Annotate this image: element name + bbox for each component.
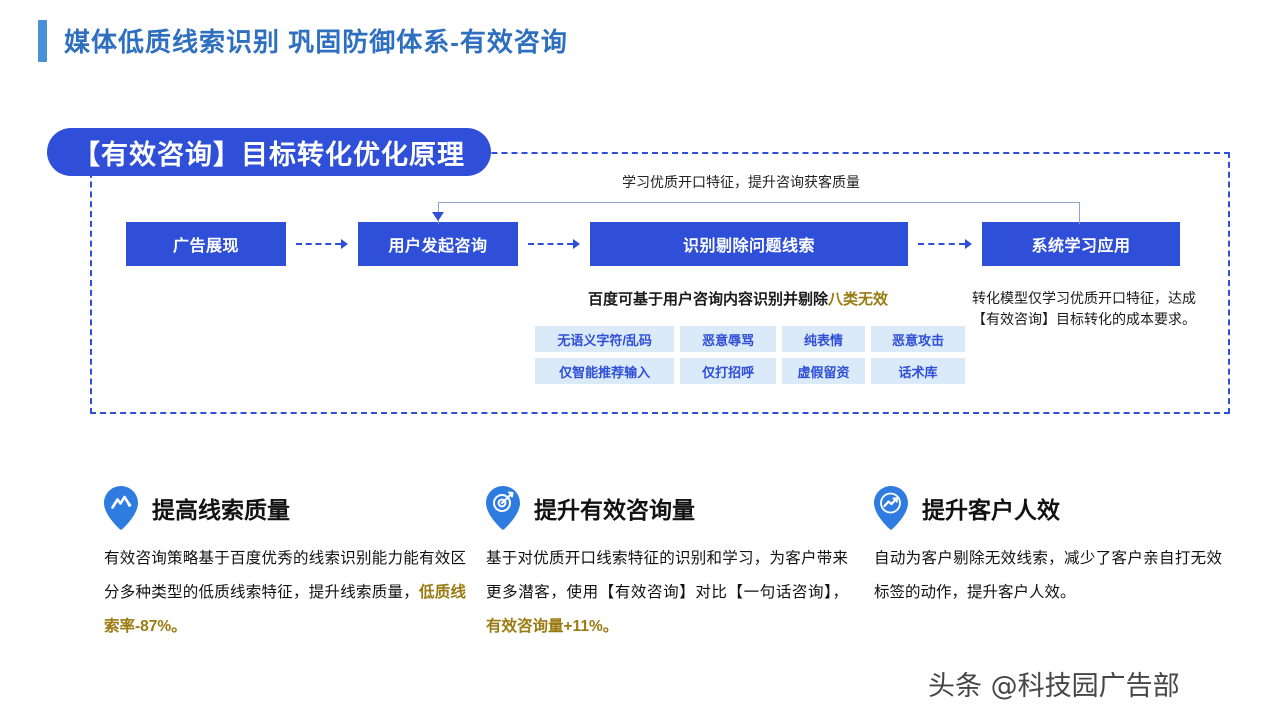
- chip-smart-suggest-only[interactable]: 仅智能推荐输入: [535, 358, 675, 384]
- arrow-head-icon: [965, 239, 972, 249]
- chip-script-library[interactable]: 话术库: [870, 358, 966, 384]
- benefit-body-highlight: 有效咨询量+11%。: [486, 618, 619, 635]
- benefit-body: 有效咨询策略基于百度优秀的线索识别能力能有效区分多种类型的低质线索特征，提升线索…: [104, 542, 466, 644]
- arrow-line: [528, 243, 573, 245]
- chip-no-semantic[interactable]: 无语义字符/乱码: [535, 326, 675, 352]
- feedback-loop-connector: [438, 202, 1080, 224]
- benefit-body-text: 有效咨询策略基于百度优秀的线索识别能力能有效区分多种类型的低质线索特征，提升线索…: [104, 550, 466, 601]
- invalid-types-caption: 百度可基于用户咨询内容识别并剔除八类无效: [588, 288, 888, 309]
- arrow-head-icon: [573, 239, 580, 249]
- arrow-line: [918, 243, 965, 245]
- benefit-header: 提高线索质量: [104, 480, 466, 536]
- benefit-body: 基于对优质开口线索特征的识别和学习，为客户带来更多潜客，使用【有效咨询】对比【一…: [486, 542, 848, 644]
- flow-arrow-3: [918, 239, 972, 249]
- benefit-column-effective-consult: 提升有效咨询量 基于对优质开口线索特征的识别和学习，为客户带来更多潜客，使用【有…: [486, 480, 848, 644]
- benefit-column-customer-efficiency: 提升客户人效 自动为客户剔除无效线索，减少了客户亲自打无效标签的动作，提升客户人…: [874, 480, 1222, 610]
- panel-badge-title: 【有效咨询】目标转化优化原理: [47, 128, 491, 176]
- chip-malicious-abuse[interactable]: 恶意辱骂: [680, 326, 777, 352]
- arrow-head-icon: [341, 239, 348, 249]
- page-title: 媒体低质线索识别 巩固防御体系-有效咨询: [64, 27, 568, 57]
- header-accent-bar: [38, 20, 47, 62]
- invalid-type-chip-group: 无语义字符/乱码 恶意辱骂 纯表情 恶意攻击 仅智能推荐输入 仅打招呼 虚假留资…: [535, 326, 966, 390]
- chart-line-pin-icon: [104, 486, 138, 530]
- invalid-types-caption-highlight: 八类无效: [828, 291, 889, 308]
- invalid-types-caption-prefix: 百度可基于用户咨询内容识别并剔除: [588, 291, 829, 308]
- chip-row-1: 无语义字符/乱码 恶意辱骂 纯表情 恶意攻击: [535, 326, 966, 352]
- flow-box-identify-remove[interactable]: 识别剔除问题线索: [590, 222, 908, 266]
- benefit-body-text: 自动为客户剔除无效线索，减少了客户亲自打无效标签的动作，提升客户人效。: [874, 550, 1222, 601]
- benefit-body-highlight: 低质线索率-87%。: [104, 584, 466, 635]
- watermark: 头条 @科技园广告部: [928, 671, 1180, 702]
- target-pin-icon: [486, 486, 520, 530]
- chip-row-2: 仅智能推荐输入 仅打招呼 虚假留资 话术库: [535, 358, 966, 384]
- feedback-loop-arrow-icon: [432, 212, 444, 221]
- flow-box-user-consult[interactable]: 用户发起咨询: [358, 222, 518, 266]
- benefit-body-text: 基于对优质开口线索特征的识别和学习，为客户带来更多潜客，使用【有效咨询】对比【一…: [486, 550, 848, 601]
- arrow-line: [296, 243, 341, 245]
- flow-box-system-learning[interactable]: 系统学习应用: [982, 222, 1180, 266]
- principle-panel: [90, 152, 1230, 414]
- flow-arrow-1: [296, 239, 348, 249]
- chip-greeting-only[interactable]: 仅打招呼: [680, 358, 777, 384]
- benefit-column-lead-quality: 提高线索质量 有效咨询策略基于百度优秀的线索识别能力能有效区分多种类型的低质线索…: [104, 480, 466, 644]
- benefit-title: 提高线索质量: [152, 497, 290, 523]
- chip-malicious-attack[interactable]: 恶意攻击: [870, 326, 966, 352]
- trend-up-pin-icon: [874, 486, 908, 530]
- benefit-title: 提升有效咨询量: [534, 497, 695, 523]
- benefit-body: 自动为客户剔除无效线索，减少了客户亲自打无效标签的动作，提升客户人效。: [874, 542, 1222, 610]
- page-header: 媒体低质线索识别 巩固防御体系-有效咨询: [0, 0, 1280, 86]
- flow-box-ad-display[interactable]: 广告展现: [126, 222, 286, 266]
- conversion-model-note: 转化模型仅学习优质开口特征，达成【有效咨询】目标转化的成本要求。: [972, 290, 1196, 327]
- flow-arrow-2: [528, 239, 580, 249]
- chip-emoji-only[interactable]: 纯表情: [782, 326, 865, 352]
- benefits-section: 提高线索质量 有效咨询策略基于百度优秀的线索识别能力能有效区分多种类型的低质线索…: [0, 480, 1280, 660]
- benefit-header: 提升客户人效: [874, 480, 1222, 536]
- feedback-loop-label: 学习优质开口特征，提升咨询获客质量: [622, 174, 860, 190]
- chip-fake-lead[interactable]: 虚假留资: [782, 358, 865, 384]
- benefit-header: 提升有效咨询量: [486, 480, 848, 536]
- benefit-title: 提升客户人效: [922, 497, 1060, 523]
